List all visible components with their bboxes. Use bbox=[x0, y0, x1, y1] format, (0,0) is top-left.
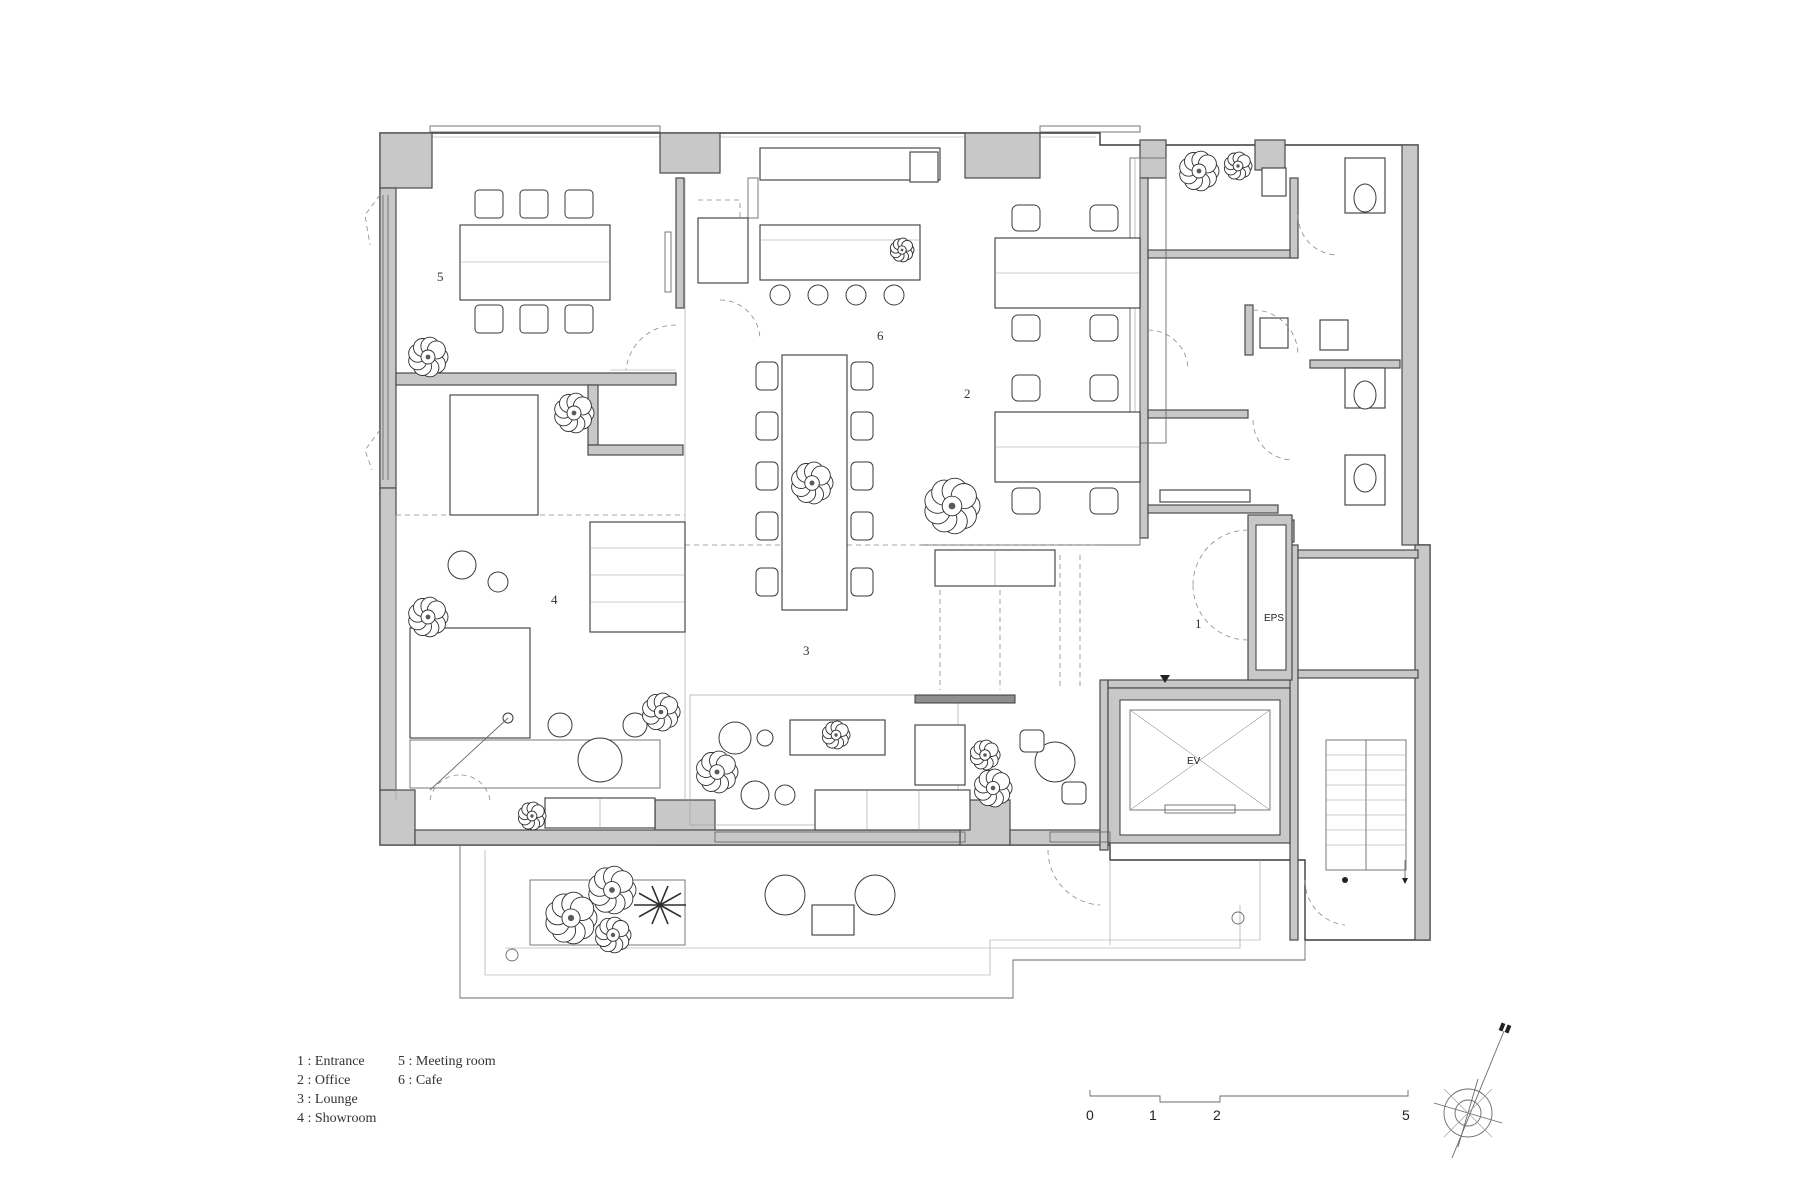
meeting-chairs bbox=[474, 189, 594, 334]
room-label-1: 1 bbox=[1195, 616, 1202, 631]
showroom-area bbox=[409, 394, 686, 829]
potted-plant-icon bbox=[889, 237, 915, 263]
potted-plant-icon bbox=[974, 768, 1013, 808]
restroom-area bbox=[1147, 157, 1386, 506]
room-label-5: 5 bbox=[437, 269, 444, 284]
legend: 1 : Entrance 2 : Office 3 : Lounge 4 : S… bbox=[297, 1054, 496, 1126]
sofa-chaise bbox=[914, 724, 966, 786]
potted-plant-icon bbox=[791, 461, 834, 505]
zone-boundaries bbox=[395, 178, 1100, 800]
potted-plant-icon bbox=[696, 750, 739, 794]
potted-plant-icon bbox=[408, 336, 449, 378]
sofa bbox=[814, 789, 971, 831]
legend-showroom: 4 : Showroom bbox=[297, 1111, 376, 1126]
potted-plant-icon bbox=[554, 392, 595, 434]
legend-office: 2 : Office bbox=[297, 1073, 350, 1088]
stair-core bbox=[1304, 739, 1408, 926]
legend-entrance: 1 : Entrance bbox=[297, 1054, 365, 1069]
office-chairs bbox=[1011, 204, 1119, 515]
meeting-table bbox=[459, 224, 611, 301]
lounge-round-table bbox=[1034, 741, 1076, 783]
scale-label-0: 0 bbox=[1086, 1107, 1094, 1123]
north-arrow-icon bbox=[1433, 1022, 1512, 1159]
potted-plant-icon bbox=[969, 739, 1001, 771]
potted-plant-icon bbox=[924, 477, 981, 535]
room-label-6: 6 bbox=[877, 328, 884, 343]
potted-plant-icon bbox=[518, 801, 547, 831]
display-bed-1 bbox=[449, 394, 539, 516]
scale-label-1: 1 bbox=[1149, 1107, 1157, 1123]
lounge-area bbox=[689, 555, 1111, 843]
potted-plant-icon bbox=[1179, 150, 1220, 192]
toilet-icon bbox=[1353, 183, 1377, 213]
potted-plant-icon bbox=[1224, 151, 1253, 181]
room-labels: 1 2 3 4 5 6 EPS EV bbox=[437, 269, 1284, 767]
potted-plant-icon bbox=[545, 891, 598, 945]
ev-label: EV bbox=[1187, 756, 1201, 767]
potted-plant-icon bbox=[642, 692, 681, 732]
round-table bbox=[577, 737, 623, 783]
potted-plant-icon bbox=[595, 916, 632, 954]
office-area bbox=[934, 204, 1141, 587]
terrace bbox=[459, 845, 1306, 999]
legend-cafe: 6 : Cafe bbox=[398, 1073, 442, 1088]
potted-plant-icon bbox=[408, 596, 449, 638]
room-label-3: 3 bbox=[803, 643, 810, 658]
potted-plant-icon bbox=[588, 865, 637, 915]
left-windows bbox=[364, 194, 389, 480]
shelving-unit bbox=[589, 521, 686, 633]
scale-bar: 0 1 2 5 bbox=[1086, 1090, 1410, 1123]
meeting-room bbox=[459, 189, 677, 371]
palm-plant-icon bbox=[634, 885, 686, 925]
room-label-4: 4 bbox=[551, 592, 558, 607]
entry-arrow-icon bbox=[1160, 675, 1170, 683]
potted-plant-icon bbox=[822, 720, 851, 750]
legend-meeting-room: 5 : Meeting room bbox=[398, 1054, 496, 1069]
scale-label-5: 5 bbox=[1402, 1107, 1410, 1123]
communal-chairs bbox=[755, 361, 874, 597]
eps-label: EPS bbox=[1264, 613, 1284, 624]
legend-lounge: 3 : Lounge bbox=[297, 1092, 358, 1107]
cafe-stools bbox=[769, 284, 905, 306]
scale-label-2: 2 bbox=[1213, 1107, 1221, 1123]
room-label-2: 2 bbox=[964, 386, 971, 401]
terrace-side-table bbox=[811, 904, 855, 936]
plants bbox=[408, 150, 1253, 954]
entrance-area bbox=[1047, 529, 1249, 906]
